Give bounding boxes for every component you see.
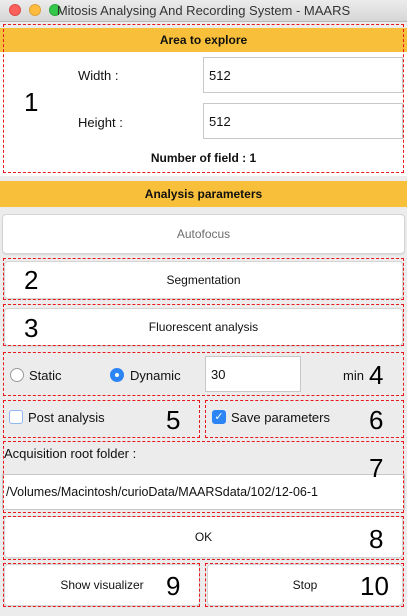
area-header: Area to explore [0, 28, 407, 52]
static-label: Static [29, 368, 62, 383]
height-label: Height : [78, 115, 123, 130]
annotation-number-8: 8 [369, 524, 384, 554]
post-analysis-checkbox[interactable] [9, 410, 23, 424]
title-bar: Mitosis Analysing And Recording System -… [0, 0, 407, 22]
annotation-box-2 [3, 258, 404, 300]
annotation-box-10 [205, 563, 404, 607]
annotation-number-7: 7 [369, 453, 384, 483]
height-input[interactable]: 512 [203, 103, 403, 139]
window-title: Mitosis Analysing And Recording System -… [56, 3, 351, 18]
annotation-number-6: 6 [369, 405, 384, 435]
annotation-box-5 [3, 400, 200, 438]
save-parameters-checkbox[interactable]: ✓ [212, 410, 226, 424]
autofocus-button[interactable]: Autofocus [2, 214, 405, 254]
annotation-box-8 [3, 516, 404, 560]
annotation-number-4: 4 [369, 360, 384, 390]
dynamic-label: Dynamic [130, 368, 181, 383]
folder-label: Acquisition root folder : [4, 446, 137, 461]
dynamic-radio[interactable] [110, 368, 124, 382]
close-window-button[interactable] [9, 4, 21, 16]
width-label: Width : [78, 68, 119, 83]
annotation-number-10: 10 [360, 571, 389, 601]
number-of-fields: Number of field : 1 [150, 151, 257, 165]
annotation-number-2: 2 [24, 265, 39, 295]
annotation-number-9: 9 [166, 571, 181, 601]
annotation-box-7 [3, 441, 404, 513]
post-analysis-label: Post analysis [28, 410, 105, 425]
width-input[interactable]: 512 [203, 57, 403, 93]
annotation-box-3 [3, 304, 404, 346]
show-visualizer-button[interactable]: Show visualizer [4, 564, 200, 606]
static-radio[interactable] [10, 368, 24, 382]
annotation-box-6 [205, 400, 404, 438]
duration-input[interactable]: 30 [205, 356, 301, 392]
duration-unit: min [343, 368, 364, 383]
annotation-number-1: 1 [24, 87, 39, 117]
annotation-number-3: 3 [24, 313, 39, 343]
zoom-window-button[interactable] [49, 4, 61, 16]
segmentation-button[interactable]: Segmentation [4, 261, 403, 299]
minimize-window-button[interactable] [29, 4, 41, 16]
annotation-box-4 [3, 352, 404, 396]
fluorescent-analysis-button[interactable]: Fluorescent analysis [4, 308, 403, 346]
annotation-number-5: 5 [166, 405, 181, 435]
stop-button[interactable]: Stop [207, 564, 403, 606]
annotation-box-1 [3, 24, 404, 173]
annotation-box-9 [3, 563, 200, 607]
save-parameters-label: Save parameters [231, 410, 330, 425]
analysis-header: Analysis parameters [0, 181, 407, 207]
folder-path-input[interactable]: /Volumes/Macintosh/curioData/MAARSdata/1… [2, 474, 405, 510]
